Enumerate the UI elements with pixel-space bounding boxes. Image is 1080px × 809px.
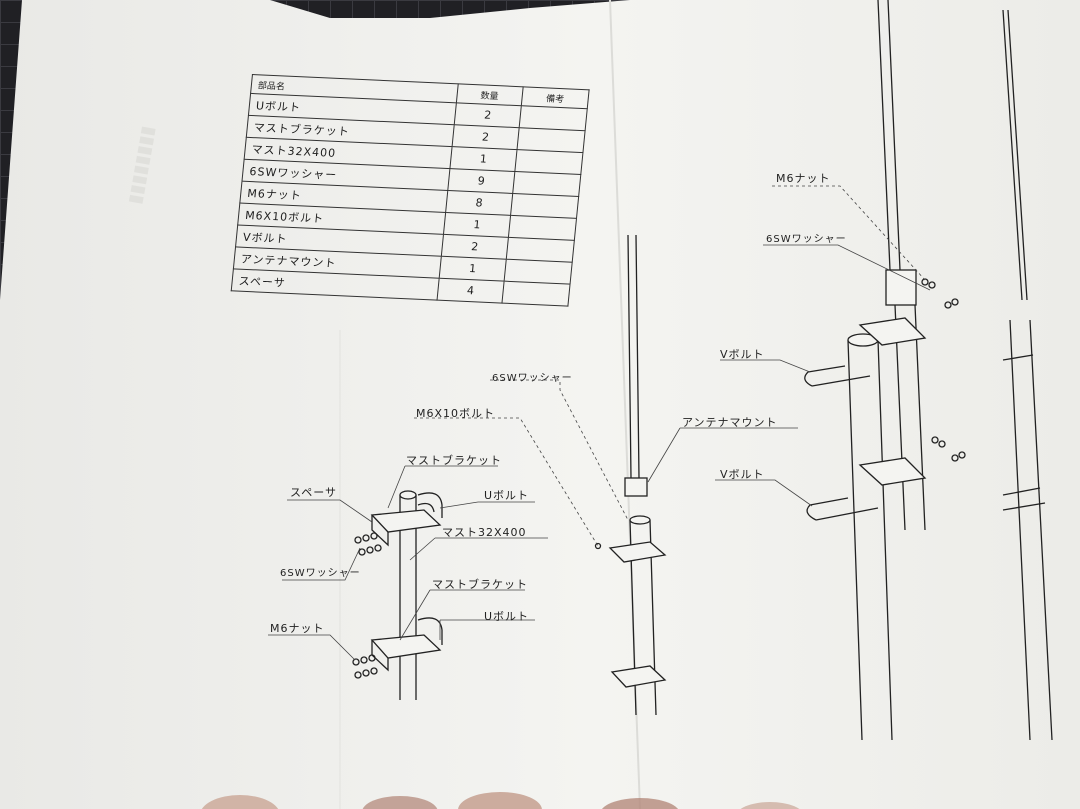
part-qty: 9	[447, 168, 516, 194]
part-qty: 1	[449, 146, 518, 172]
label-m6-nut-1: M6ナット	[270, 622, 325, 635]
label-antenna-mount: アンテナマウント	[682, 416, 778, 429]
part-qty: 1	[438, 256, 507, 282]
label-mast-bracket-1: マストブラケット	[406, 454, 502, 467]
label-washer-3: 6SWワッシャー	[766, 234, 847, 245]
label-m6-nut-2: M6ナット	[776, 172, 831, 185]
fingertips-overlay	[201, 792, 800, 809]
diagram-v-bolt-assembly	[804, 0, 1053, 741]
part-qty: 2	[453, 102, 522, 128]
part-remarks	[504, 259, 573, 285]
label-m6x10-bolt: M6X10ボルト	[416, 407, 496, 420]
part-remarks	[510, 193, 579, 219]
part-remarks	[508, 215, 577, 241]
part-qty: 4	[436, 278, 505, 304]
label-mast-bracket-2: マストブラケット	[432, 578, 528, 591]
diagram-mast-brackets	[352, 490, 443, 700]
diagram-antenna-mount	[594, 234, 667, 716]
part-remarks	[506, 237, 575, 263]
label-washer-2: 6SWワッシャー	[492, 373, 573, 384]
part-remarks	[517, 127, 586, 153]
label-washer-1: 6SWワッシャー	[280, 568, 361, 579]
label-u-bolt-1: Uボルト	[484, 489, 530, 502]
part-remarks	[512, 171, 581, 197]
label-spacer: スペーサ	[290, 486, 338, 499]
label-v-bolt-2: Vボルト	[720, 468, 765, 481]
part-remarks	[515, 149, 583, 175]
leader-lines	[268, 185, 931, 661]
part-remarks	[502, 281, 571, 307]
part-qty: 2	[451, 124, 520, 150]
label-u-bolt-2: Uボルト	[484, 610, 530, 623]
part-qty: 2	[440, 234, 509, 260]
part-remarks	[519, 105, 588, 131]
label-mast: マスト32X400	[442, 526, 527, 539]
part-qty: 1	[443, 212, 511, 238]
label-v-bolt-1: Vボルト	[720, 348, 765, 361]
part-qty: 8	[445, 190, 513, 216]
